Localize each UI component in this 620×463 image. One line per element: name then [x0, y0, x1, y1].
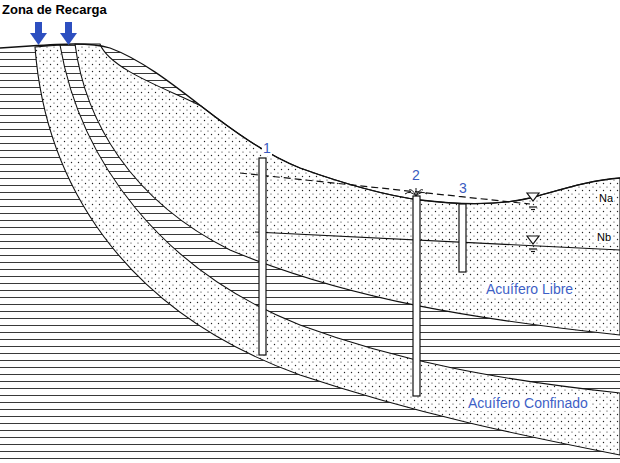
callout-number: 1	[262, 141, 272, 156]
impermeable-ground	[0, 44, 620, 463]
well-1	[259, 158, 266, 355]
recharge-arrow	[30, 22, 47, 45]
ground-surface	[0, 44, 620, 204]
callout-number: 2	[411, 168, 421, 183]
callout-number: 3	[458, 181, 468, 196]
level-symbol	[527, 193, 539, 210]
piezometric-level-line	[240, 173, 530, 204]
aquifer-label: Acuífero Confinado	[466, 396, 590, 411]
zone-title: Zona de Recarga	[2, 3, 107, 17]
level-symbol	[527, 236, 539, 252]
level-label: Nb	[596, 231, 612, 243]
level-label: Na	[598, 192, 614, 204]
confined-aquifer-band	[35, 45, 620, 455]
well-3	[459, 204, 466, 272]
water-table-line	[255, 232, 620, 250]
aquifer-label: Acuífero Libre	[484, 282, 575, 297]
recharge-arrow	[60, 22, 77, 45]
unconfined-aquifer-region	[75, 44, 620, 335]
artesian-spray	[405, 188, 427, 196]
well-2	[413, 196, 420, 396]
